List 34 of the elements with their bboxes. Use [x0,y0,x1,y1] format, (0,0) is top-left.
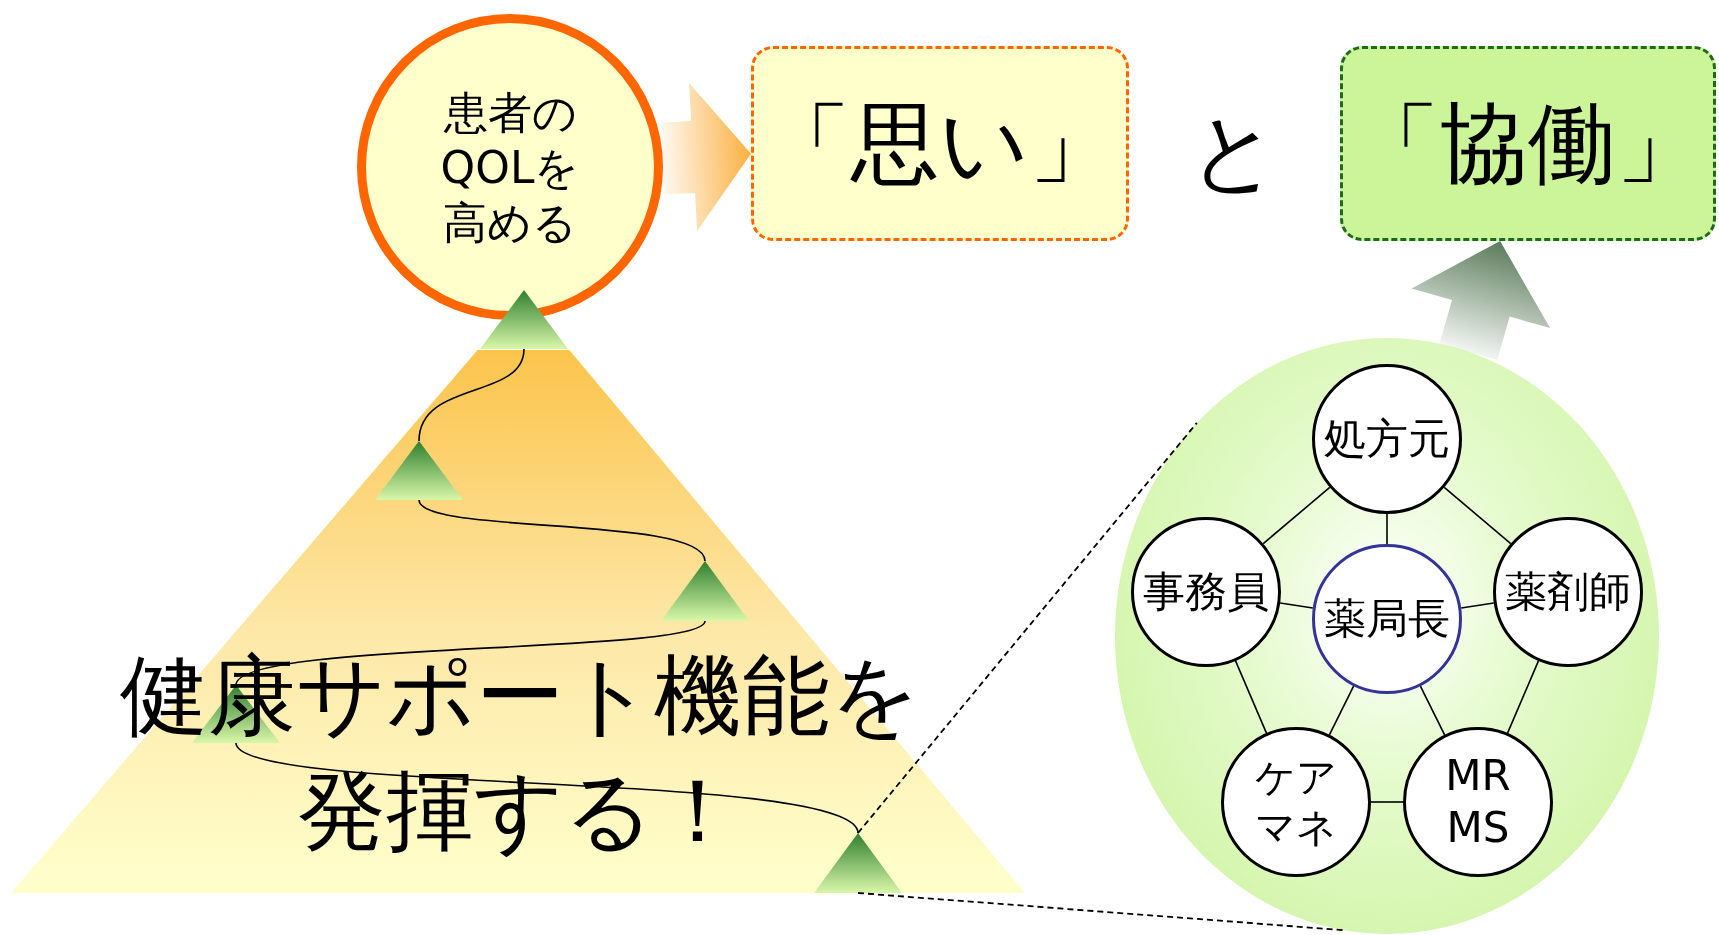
role-text: 薬剤師 [1504,565,1632,618]
role-text: MR MS [1444,749,1512,854]
zoom-line [857,422,1198,834]
zoom-line [857,892,1345,932]
connector-line [1279,602,1314,609]
connector-line [1506,660,1540,734]
role-text: ケアマネ [1254,753,1338,852]
trail-line [418,348,525,442]
mountain-marker [814,833,902,893]
connector-line [1443,486,1512,545]
mountain-marker [661,561,749,621]
goal-text: 患者のQOLを高める [439,85,581,250]
connector-line [1460,602,1495,609]
keyword-text: 「思い」 [763,99,1117,188]
keyword-box [1340,46,1716,241]
connector-line [1328,685,1355,736]
conjunction-text: と [1189,108,1279,196]
role-text: 事務員 [1142,565,1270,618]
connector-line [1419,685,1446,736]
trail-line [235,620,706,686]
trail-line [418,499,706,562]
pyramid [11,350,1025,893]
connector-line [1262,486,1331,545]
role-text: 処方元 [1323,412,1451,465]
keyword-box [751,46,1129,241]
connector-line [1370,801,1404,803]
mountain-marker [375,441,463,500]
connector-line [1386,513,1388,545]
keyword-text: 「協働」 [1352,99,1704,188]
role-text: 薬局長 [1323,592,1451,645]
connector-line [1234,660,1268,734]
block-arrow [660,83,751,231]
block-arrow [1411,241,1550,360]
trail-line [235,742,859,834]
